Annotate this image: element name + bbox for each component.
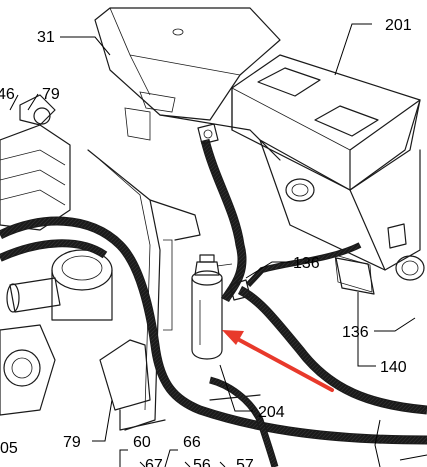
callout-79-bottom: 79 — [63, 434, 81, 451]
leader-lines — [9, 23, 427, 467]
callout-labels: 31 201 46 79 136 136 140 204 79 60 66 67… — [0, 17, 412, 467]
callout-201: 201 — [385, 17, 412, 34]
callout-136-right: 136 — [293, 255, 320, 272]
hvac-unit — [231, 54, 425, 293]
callout-57: 57 — [236, 457, 254, 467]
callout-46: 46 — [0, 86, 15, 103]
callout-140: 140 — [380, 359, 407, 376]
callout-56: 56 — [193, 457, 211, 467]
callout-66: 66 — [183, 434, 201, 451]
chassis-frame — [87, 149, 261, 431]
engine-assembly — [0, 94, 166, 431]
callout-105: 05 — [0, 440, 18, 457]
mounting-bracket — [94, 7, 281, 161]
gasket-plate — [335, 257, 375, 295]
receiver-drier — [191, 254, 233, 360]
callout-204: 204 — [258, 404, 285, 421]
hose-fittings — [197, 123, 251, 301]
callout-79-top: 79 — [42, 86, 60, 103]
callout-67: 67 — [145, 457, 163, 467]
highlight-arrow — [222, 330, 334, 392]
callout-60: 60 — [133, 434, 151, 451]
callout-136-lower: 136 — [342, 324, 369, 341]
callout-31: 31 — [37, 29, 55, 46]
braided-hoses — [0, 138, 427, 467]
